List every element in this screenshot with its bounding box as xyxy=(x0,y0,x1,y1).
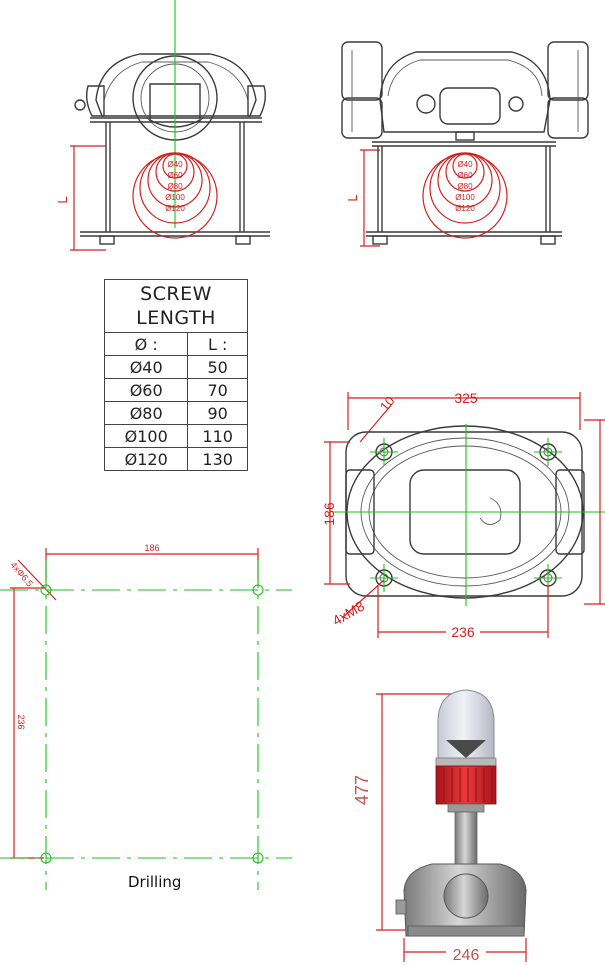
table-title-line2: LENGTH xyxy=(136,307,216,329)
product-render: 477 246 xyxy=(352,689,527,964)
table-cell-length: 90 xyxy=(187,401,248,425)
top-height-label: 186 xyxy=(321,502,337,526)
side-module-left-upper xyxy=(341,41,383,101)
product-height-label: 477 xyxy=(352,775,372,805)
top-spacing-label: 236 xyxy=(451,624,475,640)
led-ring xyxy=(435,765,497,805)
table-cell-length: 110 xyxy=(187,424,248,448)
front-housing xyxy=(95,53,257,117)
top-bolt-label: 4xM8 xyxy=(330,598,368,629)
product-width-label: 246 xyxy=(453,947,480,964)
drill-hole-tr xyxy=(252,584,264,596)
table-header-diameter: Ø : xyxy=(103,332,189,356)
front-dia-5: Ø120 xyxy=(165,204,185,213)
table-cell-length: 50 xyxy=(187,355,248,379)
front-length-label: L xyxy=(55,196,70,203)
front-dia-1: Ø40 xyxy=(167,160,183,169)
table-cell-diameter: Ø100 xyxy=(103,424,189,448)
side-dia-5: Ø120 xyxy=(455,204,475,213)
top-corner-label: 10 xyxy=(377,393,398,414)
drill-hole-br xyxy=(252,852,264,864)
table-row: Ø60 70 xyxy=(103,378,248,402)
side-view: Ø40 Ø60 Ø80 Ø100 Ø120 L xyxy=(341,41,589,247)
front-dia-2: Ø60 xyxy=(167,171,183,180)
side-length-label: L xyxy=(345,194,360,201)
drilling-width-label: 186 xyxy=(144,543,159,553)
table-row: Ø80 90 xyxy=(103,401,248,425)
drilling-template: 186 236 4xΦ6.5 xyxy=(0,543,292,890)
side-dia-3: Ø80 xyxy=(457,182,473,191)
drill-hole-bl xyxy=(40,852,52,864)
table-cell-length: 70 xyxy=(187,378,248,402)
drilling-caption: Drilling xyxy=(128,873,182,891)
table-cell-diameter: Ø60 xyxy=(103,378,189,402)
lens-dome xyxy=(437,689,495,765)
top-view: 325 10 186 xyxy=(321,390,605,640)
table-title: SCREW LENGTH xyxy=(104,279,248,333)
side-dia-2: Ø60 xyxy=(457,171,473,180)
front-dia-4: Ø100 xyxy=(165,193,185,202)
table-cell-length: 130 xyxy=(187,447,248,471)
table-header-length: L : xyxy=(187,332,248,356)
table-cell-diameter: Ø40 xyxy=(103,355,189,379)
side-dia-1: Ø40 xyxy=(457,160,473,169)
drill-hole-tl xyxy=(40,584,52,596)
side-housing xyxy=(379,51,551,133)
drilling-height-label: 236 xyxy=(16,714,26,729)
table-title-line1: SCREW xyxy=(140,283,212,305)
top-housing xyxy=(345,431,583,597)
screw-length-table: SCREW LENGTH Ø : L : Ø40 50 Ø60 70 Ø80 9… xyxy=(103,279,248,471)
table-row: Ø100 110 xyxy=(103,424,248,448)
table-row: Ø40 50 xyxy=(103,355,248,379)
table-row: Ø120 130 xyxy=(103,447,248,471)
table-cell-diameter: Ø120 xyxy=(103,447,189,471)
table-cell-diameter: Ø80 xyxy=(103,401,189,425)
top-width-label: 325 xyxy=(454,390,478,406)
side-dia-4: Ø100 xyxy=(455,193,475,202)
side-module-right-upper xyxy=(547,41,589,101)
front-view: Ø40 Ø60 Ø80 Ø100 Ø120 L xyxy=(55,0,270,251)
front-dia-3: Ø80 xyxy=(167,182,183,191)
